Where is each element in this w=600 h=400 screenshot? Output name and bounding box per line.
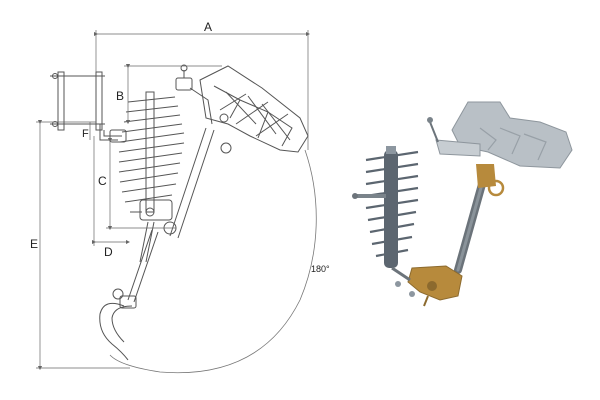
dim-label-d: D: [104, 245, 113, 259]
swing-angle-label: 180°: [311, 264, 330, 274]
insulator-drawing: [118, 91, 185, 213]
lower-contact-render: [391, 265, 463, 307]
dim-label-a: A: [204, 20, 212, 34]
dropped-fuse-drawing: [99, 229, 159, 361]
upper-housing-render: [427, 101, 573, 169]
dim-label-f: F: [82, 128, 89, 140]
fuse-tube-drawing: [169, 127, 215, 239]
lower-contact-drawing: [130, 199, 177, 263]
insulator-render: [352, 146, 419, 268]
dim-label-c: C: [98, 174, 107, 188]
dim-label-e: E: [30, 237, 38, 251]
dimension-lines: [36, 30, 311, 371]
dim-label-b: B: [116, 89, 124, 103]
fuse-tube-render: [454, 164, 505, 274]
swing-arc: [109, 149, 317, 374]
mounting-bracket: [50, 71, 127, 143]
line-drawing: [36, 30, 317, 374]
product-render: [352, 101, 573, 307]
upper-housing-drawing: [175, 64, 309, 154]
